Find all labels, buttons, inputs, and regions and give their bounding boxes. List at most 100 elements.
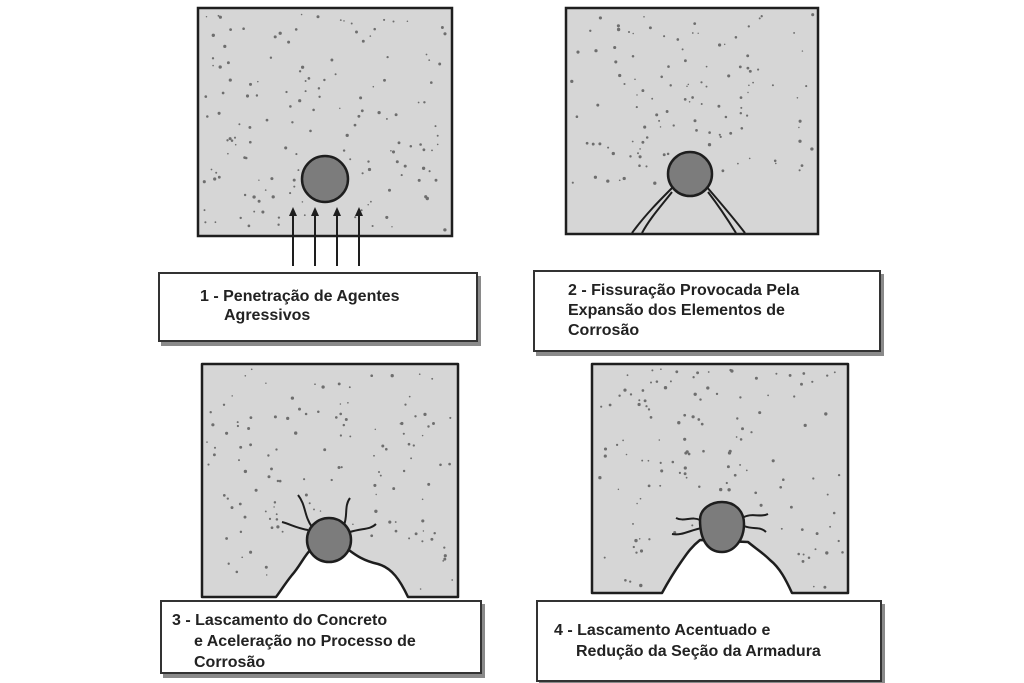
- arrow-up-icon: [333, 207, 341, 216]
- aggregate-speck: [211, 423, 215, 427]
- aggregate-speck: [394, 113, 398, 117]
- aggregate-speck: [796, 97, 799, 99]
- aggregate-speck: [687, 452, 691, 456]
- caption-box-2: 2 - Fissuração Provocada Pela Expansão d…: [533, 270, 881, 352]
- aggregate-speck: [721, 169, 725, 173]
- aggregate-speck: [730, 369, 734, 373]
- aggregate-speck: [614, 60, 618, 64]
- aggregate-speck: [798, 139, 802, 143]
- aggregate-speck: [727, 74, 731, 78]
- aggregate-speck: [570, 79, 574, 84]
- aggregate-speck: [421, 540, 424, 543]
- aggregate-speck: [814, 548, 817, 551]
- aggregate-speck: [278, 479, 282, 483]
- aggregate-speck: [779, 485, 783, 489]
- aggregate-speck: [647, 408, 651, 411]
- aggregate-speck: [234, 143, 237, 146]
- aggregate-speck: [204, 221, 207, 224]
- aggregate-speck: [638, 399, 641, 402]
- aggregate-speck: [213, 446, 217, 449]
- aggregate-speck: [391, 226, 393, 228]
- aggregate-speck: [214, 221, 217, 224]
- aggregate-speck: [402, 469, 406, 473]
- aggregate-speck: [428, 170, 431, 173]
- aggregate-speck: [648, 26, 652, 30]
- aggregate-speck: [317, 410, 320, 413]
- reduced-rebar: [698, 500, 746, 554]
- aggregate-speck: [409, 144, 413, 148]
- aggregate-speck: [427, 425, 430, 428]
- aggregate-speck: [798, 126, 800, 129]
- aggregate-speck: [295, 153, 298, 156]
- aggregate-speck: [675, 370, 679, 374]
- aggregate-speck: [700, 422, 704, 426]
- aggregate-speck: [693, 392, 697, 396]
- aggregate-speck: [594, 49, 598, 53]
- aggregate-speck: [606, 179, 610, 183]
- aggregate-speck: [826, 374, 829, 377]
- aggregate-speck: [298, 99, 302, 103]
- aggregate-speck: [754, 376, 758, 380]
- caption-2-line-2: Expansão dos Elementos de: [568, 302, 785, 319]
- aggregate-speck: [286, 416, 290, 421]
- aggregate-speck: [634, 538, 638, 543]
- aggregate-speck: [780, 527, 783, 530]
- aggregate-speck: [803, 423, 807, 428]
- aggregate-speck: [241, 556, 244, 559]
- aggregate-speck: [658, 119, 661, 122]
- aggregate-speck: [691, 415, 695, 419]
- aggregate-speck: [637, 152, 639, 155]
- aggregate-speck: [339, 107, 341, 110]
- aggregate-speck: [239, 216, 242, 220]
- aggregate-speck: [202, 180, 206, 184]
- aggregate-speck: [378, 471, 380, 473]
- aggregate-speck: [671, 460, 675, 464]
- aggregate-speck: [249, 416, 253, 419]
- aggregate-speck: [708, 131, 711, 134]
- aggregate-speck: [622, 439, 624, 442]
- aggregate-speck: [684, 59, 687, 63]
- aggregate-speck: [635, 551, 638, 554]
- aggregate-speck: [684, 451, 688, 455]
- aggregate-speck: [343, 20, 345, 22]
- aggregate-speck: [436, 143, 439, 146]
- aggregate-speck: [361, 172, 364, 175]
- aggregate-speck: [215, 171, 218, 174]
- caption-4-line-1: 4 - Lascamento Acentuado e: [554, 622, 771, 639]
- aggregate-speck: [611, 151, 615, 156]
- aggregate-speck: [788, 373, 792, 377]
- aggregate-speck: [623, 388, 627, 392]
- aggregate-speck: [349, 158, 352, 161]
- aggregate-speck: [313, 508, 315, 511]
- aggregate-speck: [238, 502, 242, 506]
- aggregate-speck: [739, 463, 742, 466]
- aggregate-speck: [448, 462, 451, 466]
- aggregate-speck: [227, 152, 229, 155]
- aggregate-speck: [248, 140, 252, 144]
- aggregate-speck: [746, 114, 749, 117]
- aggregate-speck: [277, 223, 280, 226]
- aggregate-speck: [645, 405, 648, 408]
- aggregate-speck: [330, 478, 333, 482]
- aggregate-speck: [759, 503, 763, 507]
- aggregate-speck: [700, 103, 703, 105]
- aggregate-speck: [603, 447, 608, 451]
- crack-right: [343, 497, 377, 533]
- aggregate-speck: [625, 453, 628, 456]
- aggregate-speck: [403, 164, 407, 168]
- aggregate-speck: [309, 129, 312, 133]
- aggregate-speck: [293, 185, 296, 188]
- aggregate-speck: [810, 147, 814, 151]
- aggregate-speck: [665, 110, 669, 113]
- aggregate-speck: [221, 91, 225, 95]
- aggregate-speck: [353, 123, 357, 127]
- aggregate-speck: [238, 123, 241, 126]
- aggregate-speck: [387, 188, 392, 192]
- aggregate-speck: [223, 44, 227, 49]
- aggregate-speck: [837, 473, 841, 477]
- aggregate-speck: [244, 375, 247, 377]
- aggregate-speck: [705, 85, 708, 88]
- aggregate-speck: [637, 402, 641, 407]
- aggregate-speck: [421, 498, 424, 501]
